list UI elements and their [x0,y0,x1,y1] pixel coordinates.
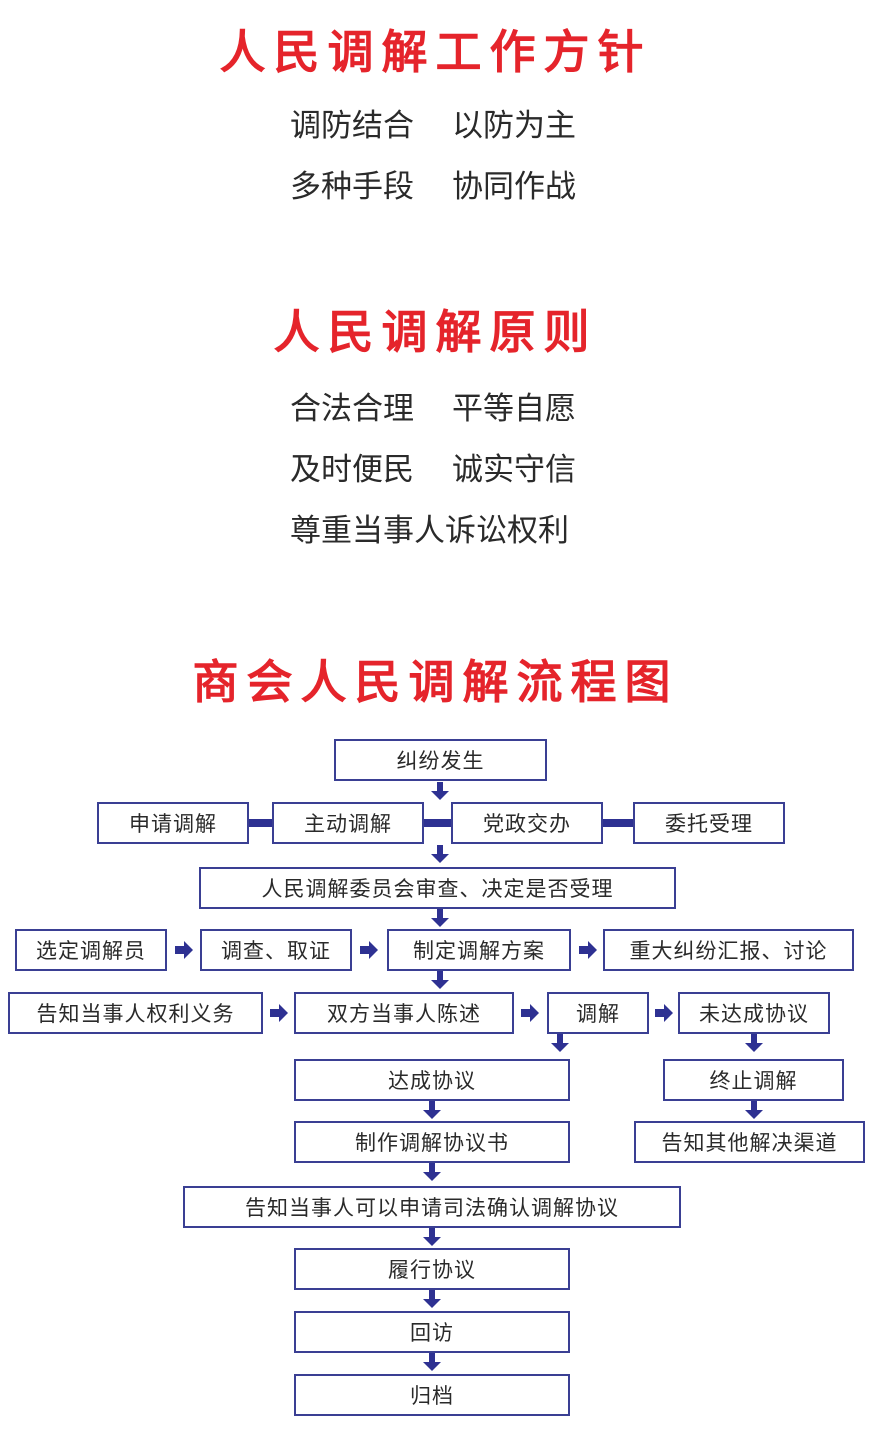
node-revisit: 回访 [294,1311,570,1353]
node-review: 人民调解委员会审查、决定是否受理 [199,867,676,909]
title-flowchart: 商会人民调解流程图 [192,655,679,709]
node-other-channels: 告知其他解决渠道 [634,1121,865,1163]
node-judicial-confirm: 告知当事人可以申请司法确认调解协议 [183,1186,681,1228]
node-initiative: 主动调解 [272,802,424,844]
policy-line-1: 调防结合 以防为主 [290,100,576,145]
arrow-down-icon [431,845,449,863]
arrow-down-icon [423,1353,441,1371]
connector-bar [603,819,633,827]
node-agreement: 达成协议 [294,1059,570,1101]
policy-line-2: 多种手段 协同作战 [290,161,576,206]
arrow-down-icon [423,1290,441,1308]
node-major-report: 重大纠纷汇报、讨论 [603,929,854,971]
node-no-agreement: 未达成协议 [678,992,830,1034]
node-select-mediator: 选定调解员 [15,929,167,971]
node-assigned: 党政交办 [451,802,603,844]
arrow-down-icon [423,1101,441,1119]
arrow-down-icon [745,1101,763,1119]
arrow-right-icon [175,941,193,959]
arrow-right-icon [270,1004,288,1022]
principle-item: 合法合理 [290,391,414,427]
arrow-down-icon [423,1163,441,1181]
policy-item: 调防结合 [290,108,414,144]
arrow-down-icon [431,971,449,989]
principle-item: 及时便民 [290,452,414,488]
arrow-right-icon [521,1004,539,1022]
node-archive: 归档 [294,1374,570,1416]
principle-item: 平等自愿 [452,391,576,427]
arrow-down-icon [745,1034,763,1052]
node-plan: 制定调解方案 [387,929,571,971]
node-statements: 双方当事人陈述 [294,992,514,1034]
arrow-down-icon [551,1034,569,1052]
arrow-right-icon [655,1004,673,1022]
connector-bar [424,819,451,827]
node-perform: 履行协议 [294,1248,570,1290]
node-terminate: 终止调解 [663,1059,844,1101]
title-work-policy: 人民调解工作方针 [219,25,652,79]
node-investigate: 调查、取证 [200,929,352,971]
policy-item: 多种手段 [290,169,414,205]
principle-item: 尊重当事人诉讼权利 [290,513,569,549]
arrow-down-icon [431,909,449,927]
principle-line-2: 及时便民 诚实守信 [290,444,576,489]
policy-item: 以防为主 [452,108,576,144]
arrow-down-icon [431,782,449,800]
policy-item: 协同作战 [452,169,576,205]
node-mediate: 调解 [547,992,649,1034]
node-inform-rights: 告知当事人权利义务 [8,992,263,1034]
principle-item: 诚实守信 [452,452,576,488]
connector-bar [249,819,272,827]
principle-line-1: 合法合理 平等自愿 [290,383,576,428]
arrow-down-icon [423,1228,441,1246]
title-principles: 人民调解原则 [273,305,598,359]
node-draft-agreement: 制作调解协议书 [294,1121,570,1163]
principle-line-3: 尊重当事人诉讼权利 [290,505,569,550]
node-start: 纠纷发生 [334,739,547,781]
arrow-right-icon [360,941,378,959]
node-entrusted: 委托受理 [633,802,785,844]
arrow-right-icon [579,941,597,959]
node-apply: 申请调解 [97,802,249,844]
